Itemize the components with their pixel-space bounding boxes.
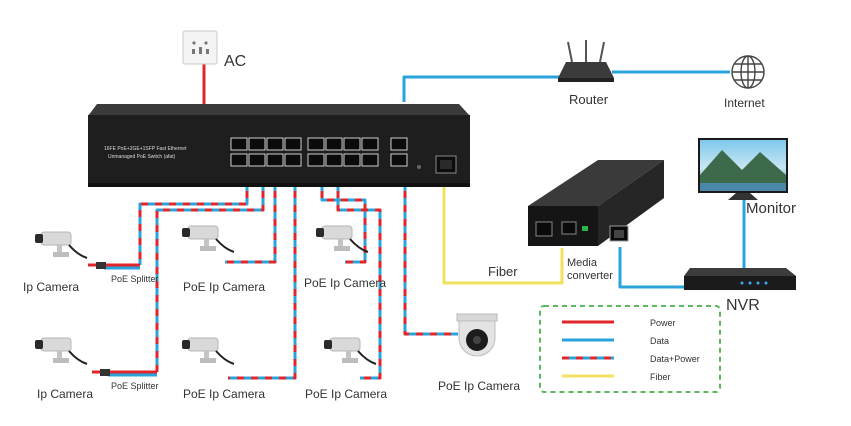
switch-port-6 [248, 153, 266, 167]
label-cam-poe-6: PoE Ip Camera [305, 387, 387, 401]
ac-socket [182, 30, 218, 65]
poe-splitter-2-box [100, 369, 110, 376]
switch-port-2 [248, 137, 266, 151]
switch-port-16 [361, 153, 379, 167]
nvr-label: NVR [726, 297, 760, 314]
ac-label: AC [224, 53, 246, 70]
switch-port-9 [307, 137, 325, 151]
label-cam-ip-1: Ip Camera [23, 280, 79, 294]
cable-switch-router [402, 75, 560, 102]
switch-port-18 [390, 153, 408, 167]
cable-cam5-power-dash [228, 177, 297, 380]
switch-model-line2: Unmanaged PoE Switch (afat) [108, 154, 176, 160]
media-converter-label-line2: converter [567, 270, 613, 282]
camera-poe-3 [315, 225, 369, 253]
cable-cam2-power-dash [225, 177, 277, 264]
camera-ip-1 [34, 231, 88, 259]
legend-label-dataPower: Data+Power [650, 354, 700, 364]
label-cam-dome: PoE Ip Camera [438, 379, 520, 393]
legend-label-fiber: Fiber [650, 372, 671, 382]
label-cam-poe-5: PoE Ip Camera [183, 387, 265, 401]
camera-poe-2 [181, 225, 235, 253]
cable-dome [403, 177, 458, 336]
switch-port-1 [230, 137, 248, 151]
media-converter-label-line1: Media [567, 257, 598, 269]
switch-port-17 [390, 137, 408, 151]
cable-dome-power-dash [403, 177, 458, 336]
router-label: Router [569, 92, 609, 107]
switch-ports [230, 137, 408, 167]
switch-model-line1: 16FE PoE+2GE+1SFP Fast Ethernet [104, 146, 187, 152]
cable-fiber [442, 186, 564, 285]
internet-globe-icon [731, 55, 765, 89]
camera-poe-5 [181, 337, 235, 365]
label-cam-poe-2: PoE Ip Camera [183, 280, 265, 294]
cable-cam4-power-dash [155, 177, 265, 372]
nvr [684, 268, 796, 290]
cable-cam1 [138, 177, 249, 265]
legend-label-data: Data [650, 336, 669, 346]
poe-switch: 16FE PoE+2GE+1SFP Fast Ethernet Unmanage… [88, 104, 470, 187]
fiber-label: Fiber [488, 264, 518, 279]
legend-frame [539, 305, 721, 393]
switch-port-12 [361, 137, 379, 151]
cable-cam3-power-dash [320, 177, 367, 264]
label-poe-splitter-2: PoE Splitter [111, 381, 159, 391]
switch-port-8 [284, 153, 302, 167]
internet-label: Internet [724, 96, 765, 110]
switch-port-4 [284, 137, 302, 151]
label-cam-ip-4: Ip Camera [37, 387, 93, 401]
cable-cam2 [225, 177, 277, 264]
label-cam-poe-3: PoE Ip Camera [304, 276, 386, 290]
switch-port-11 [343, 137, 361, 151]
router [558, 40, 614, 82]
label-poe-splitter-1: PoE Splitter [111, 274, 159, 284]
switch-port-3 [266, 137, 284, 151]
legend-label-power: Power [650, 318, 676, 328]
monitor-label: Monitor [746, 200, 796, 217]
camera-ip-4 [34, 337, 88, 365]
camera-dome [456, 313, 498, 357]
switch-port-14 [325, 153, 343, 167]
monitor [698, 138, 788, 200]
switch-port-13 [307, 153, 325, 167]
switch-sfp-port [435, 155, 457, 174]
poe-splitter-1-box [96, 262, 106, 269]
camera-poe-6 [323, 337, 377, 365]
switch-port-7 [266, 153, 284, 167]
switch-port-10 [325, 137, 343, 151]
cable-converter-nvr [618, 247, 686, 289]
switch-port-5 [230, 153, 248, 167]
switch-port-15 [343, 153, 361, 167]
cable-cam6-power-dash [336, 177, 382, 380]
media-converter [528, 160, 664, 246]
